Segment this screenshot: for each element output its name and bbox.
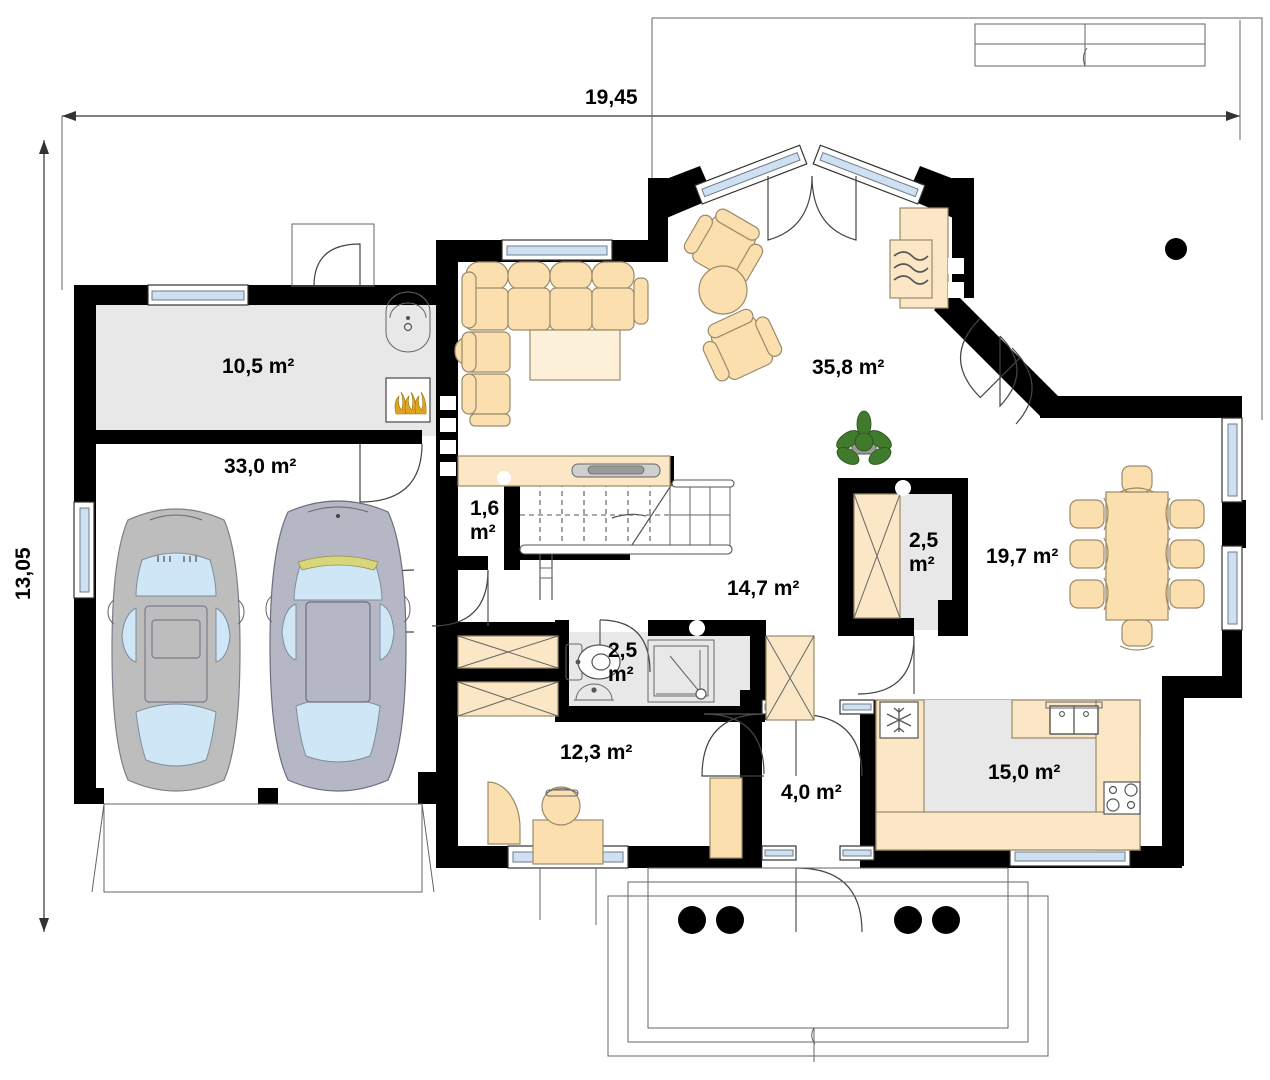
overall-height-dimension: 13,05: [12, 547, 35, 600]
utility-fixtures: [385, 291, 456, 476]
room-label-living: 35,8 m²: [812, 356, 885, 379]
dimension-lines: [39, 20, 1241, 932]
driveway: [91, 803, 435, 893]
wardrobes: [457, 480, 911, 721]
terrace-column: [1165, 238, 1187, 260]
room-label-bathroom-line2: m²: [608, 663, 634, 686]
room-label-stair-closet-line2: m²: [470, 521, 496, 544]
terrace-outline: [651, 17, 1263, 420]
utility-floor: [92, 300, 437, 436]
room-label-kitchen: 15,0 m²: [988, 761, 1061, 784]
entrance-porch: [607, 867, 1049, 1062]
room-label-hall: 14,7 m²: [727, 577, 800, 600]
porch-column: [894, 906, 922, 934]
room-label-bathroom-line1: 2,5: [608, 639, 638, 662]
dining-furniture: [1069, 465, 1205, 651]
overall-width-dimension: 19,45: [585, 86, 638, 109]
porch-column: [932, 906, 960, 934]
room-label-vestibule: 4,0 m²: [781, 781, 842, 804]
hall-console: [457, 455, 671, 487]
living-room-furniture: [454, 207, 964, 465]
potted-plant-living: [836, 410, 892, 465]
office-furniture: [487, 777, 743, 865]
car-right: [265, 500, 411, 792]
porch-column: [678, 906, 706, 934]
room-label-stair-closet-line1: 1,6: [470, 497, 500, 520]
room-label-garage: 33,0 m²: [224, 455, 297, 478]
room-label-dining: 19,7 m²: [986, 545, 1059, 568]
car-left: [107, 508, 245, 792]
room-label-utility: 10,5 m²: [222, 355, 295, 378]
porch-column: [716, 906, 744, 934]
kitchen-fixtures: [875, 699, 1141, 851]
room-label-office: 12,3 m²: [560, 741, 633, 764]
room-label-pantry-line1: 2,5: [909, 529, 939, 552]
doors: [291, 175, 1033, 933]
lower-outline: [539, 868, 649, 925]
cars: [107, 500, 411, 792]
windows: [73, 144, 1243, 869]
bathroom-fixtures: [565, 639, 715, 703]
staircase: [519, 479, 735, 600]
room-label-pantry-line2: m²: [909, 553, 935, 576]
